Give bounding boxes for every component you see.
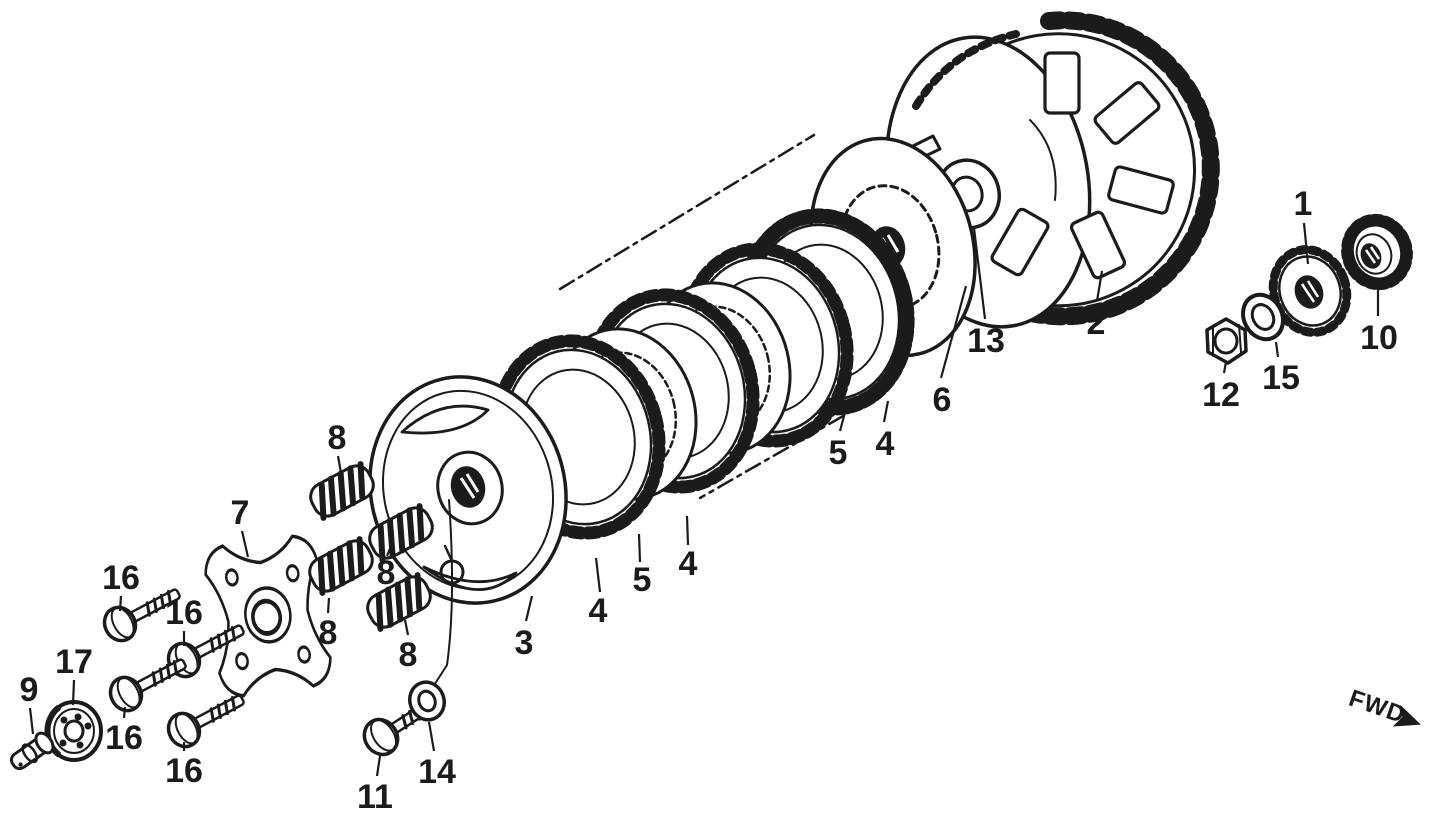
part-8-springs-drawing: [308, 461, 434, 632]
phantom-line-top: [558, 133, 816, 291]
callout-leader-line: [385, 545, 393, 557]
part-callout-7-14: 7: [231, 494, 250, 532]
clutch-spring: [308, 536, 374, 596]
part-callout-1-0: 1: [1294, 185, 1313, 223]
callout-leader-line: [882, 400, 890, 423]
part-16-bolts-drawing: [102, 588, 245, 749]
part-9-pin-drawing: [10, 731, 55, 771]
center-rod-line: [430, 499, 454, 691]
fwd-direction-marker: FWD: [1345, 685, 1421, 729]
part-callout-5-7: 5: [633, 561, 652, 599]
callout-leader-line: [685, 515, 690, 546]
phantom-line-bottom: [698, 398, 873, 500]
part-callout-16-18: 16: [165, 752, 203, 790]
part-callout-8-13: 8: [399, 636, 418, 674]
part-callout-8-12: 8: [319, 614, 338, 652]
bolt: [102, 588, 181, 643]
callout-leader-line: [403, 619, 410, 636]
part-callout-6-3: 6: [933, 381, 952, 419]
part-callout-11-21: 11: [357, 778, 393, 816]
part-12-nut-drawing: [1205, 317, 1248, 365]
part-callout-15-24: 15: [1262, 359, 1300, 397]
part-callout-9-20: 9: [20, 671, 39, 709]
callout-leader-line: [1274, 341, 1280, 358]
part-17-bearing-drawing: [44, 700, 103, 762]
callout-leader-line: [240, 530, 250, 558]
callout-leader-line: [1302, 222, 1310, 265]
callout-leader-line: [326, 597, 331, 614]
lifter-plate-center-hole: [251, 598, 283, 636]
gear-teeth: [1341, 213, 1413, 291]
callout-leader-line: [972, 227, 987, 320]
part-callout-4-4: 4: [876, 425, 895, 463]
callout-leader-line: [336, 455, 343, 474]
part-callout-4-6: 4: [679, 545, 698, 583]
part-callout-2-1: 2: [1087, 304, 1106, 342]
callout-leader-line: [427, 721, 436, 752]
clutch-spring: [366, 572, 432, 632]
callout-leader-line: [939, 285, 968, 379]
part-4-5-plate-stack-drawing: [490, 208, 915, 540]
callout-leader-line: [524, 595, 534, 622]
clutch-spring: [309, 461, 375, 521]
callout-leader-line: [71, 679, 76, 706]
callout-leader-line: [118, 595, 123, 612]
callout-leader-line: [375, 755, 382, 777]
part-callout-17-19: 17: [55, 643, 93, 681]
part-callout-4-8: 4: [589, 592, 608, 630]
part-callout-16-17: 16: [105, 719, 143, 757]
fwd-arrow-icon: [1392, 704, 1421, 727]
part-callout-3-9: 3: [515, 624, 534, 662]
part-7-lifter-plate-drawing: [204, 534, 332, 698]
basket-gear-teeth: [1002, 11, 1220, 326]
sprocket-spline-bore: [1294, 275, 1324, 309]
part-15-washer-drawing: [1241, 292, 1285, 342]
callout-leader-line: [122, 706, 127, 719]
callout-leader-line: [838, 404, 849, 432]
part-callout-8-10: 8: [328, 419, 347, 457]
bolt: [166, 694, 245, 749]
callout-leader-line: [1222, 361, 1228, 374]
part-callout-12-23: 12: [1202, 376, 1240, 414]
bolt: [108, 658, 187, 713]
part-10-gear-drawing: [1341, 213, 1413, 291]
part-callout-16-15: 16: [102, 559, 140, 597]
callout-leader-line: [28, 707, 35, 735]
part-callout-10-25: 10: [1360, 319, 1398, 357]
part-callout-14-22: 14: [418, 753, 456, 791]
callout-leader-line: [1095, 270, 1104, 302]
clutch-spring: [368, 503, 434, 563]
part-callout-5-5: 5: [829, 434, 848, 472]
callout-leader-line: [637, 533, 642, 563]
callout-leader-line: [594, 557, 602, 593]
part-3-pressure-plate-drawing: [368, 375, 568, 691]
part-callout-8-11: 8: [377, 554, 396, 592]
part-callout-16-16: 16: [165, 594, 203, 632]
part-callout-13-2: 13: [967, 322, 1005, 360]
part-14-washer-drawing: [408, 680, 446, 722]
